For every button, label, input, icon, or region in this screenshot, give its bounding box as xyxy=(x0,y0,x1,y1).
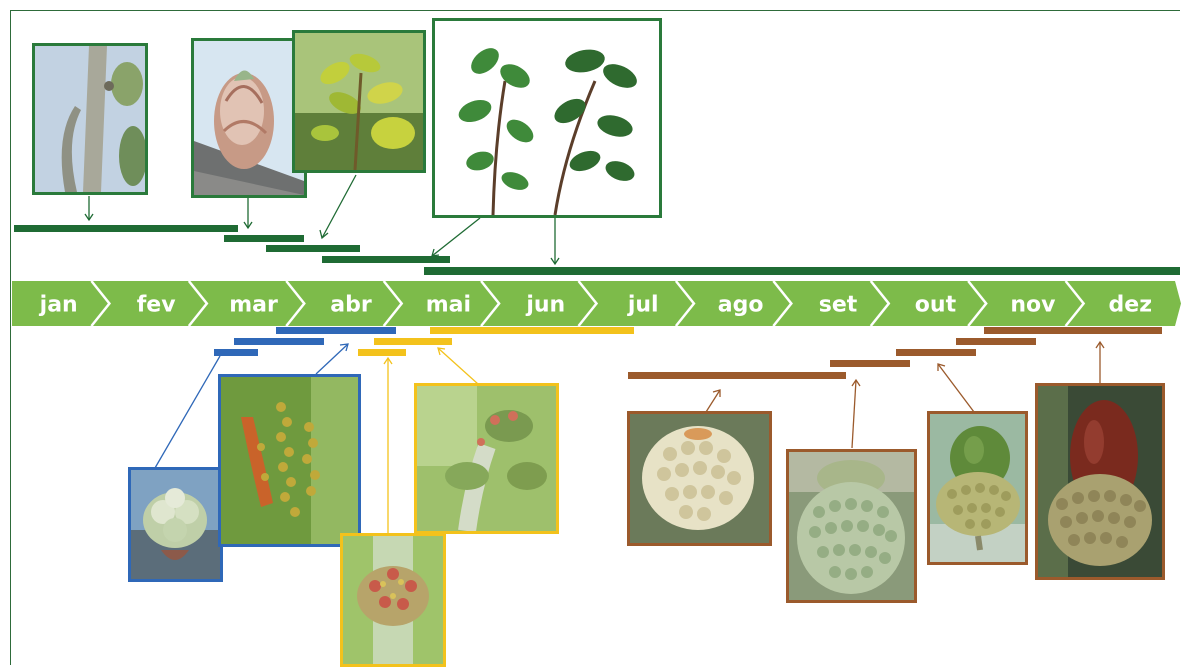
month-label-abr: abr xyxy=(330,293,372,318)
phase-bar xyxy=(628,372,846,379)
fruiting-bars xyxy=(628,327,1162,379)
phase-bar xyxy=(430,327,634,334)
month-timeline: jan fev mar abr mai jun jul ago set out nov dez xyxy=(12,281,1181,326)
phase-bar xyxy=(234,338,324,345)
phase-bar xyxy=(896,349,976,356)
month-label-out: out xyxy=(915,293,957,318)
mature-shoot-icon xyxy=(435,21,659,215)
photo-acorn-ripe xyxy=(1035,383,1165,580)
month-label-mar: mar xyxy=(229,293,278,318)
connector xyxy=(706,390,720,412)
month-label-dez: dez xyxy=(1109,293,1152,318)
acorn-green-icon xyxy=(930,414,1025,562)
month-label-jul: jul xyxy=(627,293,659,318)
photo-dormant-bud xyxy=(32,43,148,195)
photo-acorn-cup xyxy=(786,449,917,603)
photo-acorn-green xyxy=(927,411,1028,565)
month-label-jun: jun xyxy=(525,293,565,318)
month-label-nov: nov xyxy=(1010,293,1056,318)
female-flower-shoot-icon xyxy=(417,386,556,531)
phase-bar xyxy=(956,338,1036,345)
photo-acorn-early xyxy=(627,411,772,546)
month-label-set: set xyxy=(819,293,858,318)
connector xyxy=(938,364,974,412)
connector xyxy=(438,348,478,384)
phase-bar xyxy=(266,245,360,252)
acorn-ripe-icon xyxy=(1038,386,1162,577)
female-flowering-bars xyxy=(358,327,634,356)
month-label-jan: jan xyxy=(39,293,78,318)
dormant-bud-icon xyxy=(35,46,145,192)
phase-bar xyxy=(14,225,238,232)
connector xyxy=(316,344,348,374)
phase-bar xyxy=(322,256,450,263)
connector xyxy=(432,218,480,256)
phase-bar xyxy=(358,349,406,356)
month-label-mai: mai xyxy=(426,293,471,318)
connector xyxy=(322,175,356,238)
photo-male-bud xyxy=(128,467,223,582)
phase-bar xyxy=(830,360,910,367)
month-label-fev: fev xyxy=(137,293,176,318)
female-flower-icon xyxy=(343,536,443,664)
male-bud-icon xyxy=(131,470,220,579)
phase-bar xyxy=(276,327,396,334)
photo-bud-break xyxy=(191,38,307,198)
connector xyxy=(155,356,220,468)
connector xyxy=(852,380,856,448)
bud-break-icon xyxy=(194,41,304,195)
young-leaves-icon xyxy=(295,33,423,170)
month-label-ago: ago xyxy=(718,293,764,318)
phase-bar xyxy=(214,349,258,356)
acorn-cup-icon xyxy=(789,452,914,600)
photo-mature-shoot xyxy=(432,18,662,218)
photo-female-flower xyxy=(340,533,446,667)
photo-male-catkin xyxy=(218,374,361,547)
acorn-early-icon xyxy=(630,414,769,543)
photo-young-leaves xyxy=(292,30,426,173)
phase-bar xyxy=(374,338,452,345)
vegetative-bars xyxy=(14,225,1180,275)
phase-bar xyxy=(984,327,1162,334)
phase-bar xyxy=(424,267,1180,275)
phase-bar xyxy=(224,235,304,242)
male-catkin-icon xyxy=(221,377,358,544)
photo-female-shoot xyxy=(414,383,559,534)
